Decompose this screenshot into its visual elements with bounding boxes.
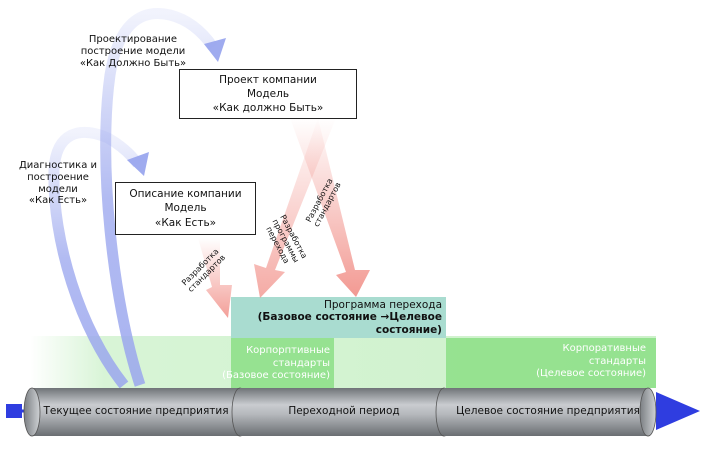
standards-target-line: стандарты	[588, 355, 646, 367]
design-label-line: Проектирование	[88, 34, 178, 45]
standards-base-line: Корпорптивные	[246, 345, 330, 356]
design-label-line: «Как Должно Быть»	[79, 57, 187, 69]
design-label-line: построение модели	[80, 45, 186, 57]
diagnostics-label-line: «Как Есть»	[28, 195, 88, 207]
project-box-line: Проект компании	[219, 73, 317, 86]
pipe-target	[444, 387, 657, 437]
flow-arrow-design-head	[204, 38, 226, 62]
description-box-line: Описание компании	[129, 188, 242, 201]
diagnostics-label-line: Диагностика и	[18, 160, 98, 171]
standards-base-line: (Базовое состояние)	[222, 370, 330, 381]
project-box-line: Модель	[246, 87, 290, 100]
timeline-current-state: Текущее состояние предприятия	[43, 405, 229, 417]
green-block-base	[231, 338, 334, 388]
diagnostics-label: Диагностика и построение модели «Как Ест…	[6, 160, 110, 207]
design-label: Проектирование построение модели «Как До…	[78, 34, 188, 69]
red-arrow-description-to-base	[198, 238, 232, 318]
timeline-transition-period: Переходной период	[288, 405, 400, 417]
project-box-line: «Как должно Быть»	[212, 102, 324, 115]
flow-arrow-diagnostics-head	[127, 152, 149, 176]
standards-base-label: Корпорптивные стандарты (Базовое состоян…	[214, 345, 330, 383]
project-model-box: Проект компании Модель «Как должно Быть»	[179, 69, 357, 119]
flow-arrow-diagnostics	[48, 126, 143, 389]
green-block-target	[446, 338, 656, 388]
description-model-box: Описание компании Модель «Как Есть»	[115, 182, 256, 235]
timeline-arrowhead	[656, 392, 700, 430]
description-box-line: «Как Есть»	[154, 216, 217, 229]
description-box-line: Модель	[164, 202, 207, 215]
program-title: Программа перехода (Базовое состояние →Ц…	[231, 299, 442, 336]
program-line-1: Программа перехода	[324, 299, 442, 311]
standards-target-label: Корпоративные стандарты (Целевое состоян…	[530, 343, 646, 381]
diagnostics-label-line: построение модели	[27, 171, 89, 195]
flow-arrow-design	[100, 8, 218, 387]
timeline-target-state: Целевое состояние предприятия	[456, 405, 640, 417]
red-arrow-project-to-base	[254, 118, 336, 298]
standards-target-line: (Целевое состояние)	[536, 368, 646, 379]
program-line-2: (Базовое состояние →Целевое	[257, 311, 442, 324]
standards-base-line: стандарты	[272, 357, 330, 369]
program-box	[231, 297, 446, 338]
program-line-3: состояние)	[375, 323, 442, 336]
standards-target-line: Корпоративные	[562, 343, 646, 354]
timeline-arrow-tail	[6, 404, 22, 418]
